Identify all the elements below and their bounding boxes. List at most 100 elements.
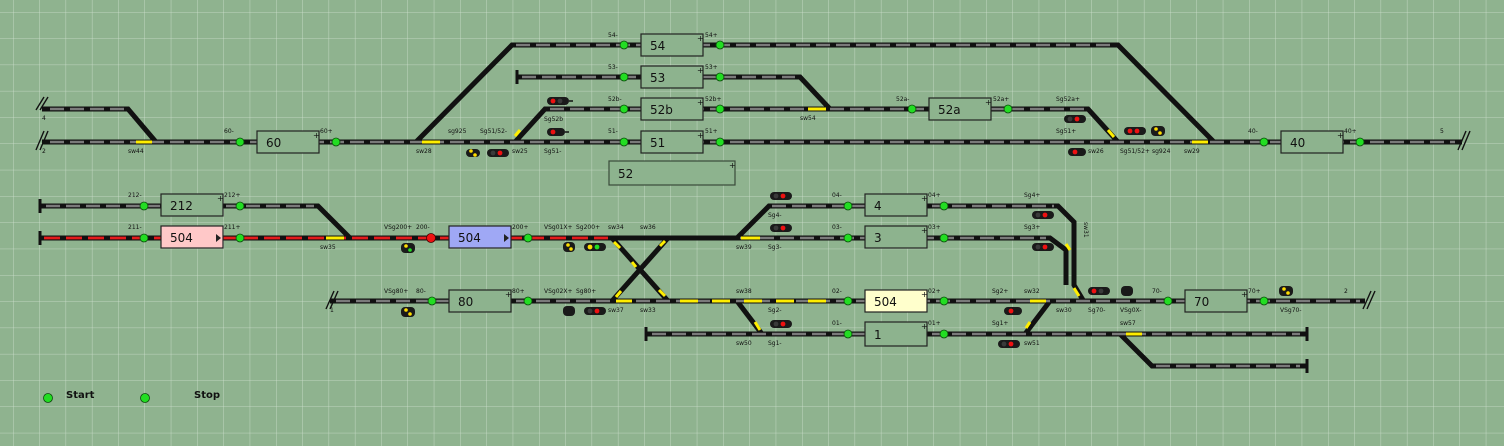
block-504-center[interactable]: 504 — [448, 225, 512, 249]
svg-text:+: + — [217, 194, 224, 203]
svg-text:212: 212 — [170, 199, 193, 213]
sensor-icon — [523, 296, 533, 306]
svg-text:Sg70-: Sg70- — [1088, 307, 1105, 314]
start-button[interactable]: Start — [43, 390, 95, 403]
svg-text:4: 4 — [42, 115, 46, 122]
sensor-occupied-icon — [426, 233, 436, 243]
signal-icon — [584, 243, 606, 251]
sensors — [139, 40, 1365, 339]
block-52b[interactable]: 52b+ — [640, 97, 704, 121]
sensor-icon — [427, 296, 437, 306]
track-labels: 54- 54+ 53- 53+ 52b- 52b+ Sg52b 52a- 52a… — [42, 32, 1444, 347]
block-212[interactable]: 212 + — [160, 193, 224, 217]
svg-text:80: 80 — [458, 295, 473, 309]
sensor-icon — [1355, 137, 1365, 147]
svg-text:Stop: Stop — [194, 390, 220, 401]
svg-text:211-: 211- — [128, 224, 142, 231]
svg-text:70-: 70- — [1152, 288, 1162, 295]
track-cross-b — [610, 236, 670, 303]
svg-text:60+: 60+ — [320, 128, 333, 135]
svg-text:02+: 02+ — [928, 288, 941, 295]
sensor-icon — [939, 329, 949, 339]
svg-text:Sg4+: Sg4+ — [1024, 192, 1040, 199]
block-51[interactable]: 51+ — [640, 130, 704, 154]
svg-text:51+: 51+ — [705, 128, 718, 135]
block-80[interactable]: 80 + — [448, 289, 512, 313]
signal-icon — [1068, 148, 1086, 156]
signal-icon — [1088, 287, 1110, 295]
block-504-left[interactable]: 504 — [160, 225, 224, 249]
block-52a[interactable]: 52a+ — [928, 97, 992, 121]
sensor-icon — [715, 72, 725, 82]
sensor-icon — [619, 72, 629, 82]
svg-text:3: 3 — [874, 231, 882, 245]
block-4[interactable]: 4+ — [864, 193, 928, 217]
svg-text:504: 504 — [458, 231, 481, 245]
svg-text:sw25: sw25 — [512, 148, 528, 155]
block-52[interactable]: 52 + — [608, 160, 736, 186]
svg-text:sw32: sw32 — [1024, 288, 1040, 295]
svg-text:+: + — [729, 161, 736, 170]
block-60[interactable]: 60+ — [256, 130, 320, 154]
svg-text:sg924: sg924 — [1152, 148, 1171, 155]
block-53[interactable]: 53+ — [640, 65, 704, 89]
signal-icon — [563, 306, 575, 316]
block-54[interactable]: 54+ — [640, 33, 704, 57]
sensor-icon — [843, 296, 853, 306]
svg-text:sw33: sw33 — [640, 307, 656, 314]
svg-text:54+: 54+ — [705, 32, 718, 39]
sensor-icon — [619, 104, 629, 114]
track-sw57 — [1118, 332, 1307, 369]
block-1[interactable]: 1+ — [864, 321, 928, 347]
svg-text:+: + — [921, 322, 928, 331]
svg-text:sw50: sw50 — [736, 340, 752, 347]
svg-text:+: + — [1241, 290, 1248, 299]
start-indicator-icon — [43, 393, 53, 403]
stop-button[interactable]: Stop — [140, 390, 221, 403]
svg-text:sw35: sw35 — [320, 244, 336, 251]
block-70[interactable]: 70+ — [1184, 289, 1248, 313]
block-40[interactable]: 40+ — [1280, 130, 1344, 154]
svg-text:51: 51 — [650, 136, 665, 150]
svg-text:504: 504 — [874, 295, 897, 309]
block-3[interactable]: 3+ — [864, 225, 928, 249]
svg-text:01-: 01- — [832, 320, 842, 327]
block-504-right[interactable]: 504+ — [864, 289, 928, 313]
svg-text:40-: 40- — [1248, 128, 1258, 135]
svg-text:04+: 04+ — [928, 192, 941, 199]
sensor-icon — [235, 137, 245, 147]
svg-text:VSg01X+: VSg01X+ — [544, 224, 573, 231]
svg-text:VSg70-: VSg70- — [1280, 307, 1302, 314]
svg-text:70+: 70+ — [1248, 288, 1261, 295]
signal-icon — [563, 242, 575, 252]
svg-text:53: 53 — [650, 71, 665, 85]
svg-text:52a-: 52a- — [896, 96, 909, 103]
svg-text:Sg52a+: Sg52a+ — [1056, 96, 1080, 103]
sensor-icon — [907, 104, 917, 114]
svg-text:03+: 03+ — [928, 224, 941, 231]
signal-icon — [487, 149, 509, 157]
svg-text:+: + — [505, 290, 512, 299]
signals[interactable] — [401, 97, 1293, 348]
svg-text:52: 52 — [618, 167, 633, 181]
svg-text:sw57: sw57 — [1120, 320, 1136, 327]
svg-text:Sg200+: Sg200+ — [576, 224, 600, 231]
sensor-icon — [843, 329, 853, 339]
signal-icon — [1151, 126, 1165, 136]
svg-text:54: 54 — [650, 39, 665, 53]
svg-text:+: + — [1337, 131, 1344, 140]
svg-text:sw36: sw36 — [640, 224, 656, 231]
svg-text:80-: 80- — [416, 288, 426, 295]
svg-text:sg925: sg925 — [448, 128, 467, 135]
signal-icon — [770, 224, 792, 232]
svg-text:52a: 52a — [938, 103, 961, 117]
sensor-icon — [843, 201, 853, 211]
svg-text:504: 504 — [170, 231, 193, 245]
svg-text:Sg51+: Sg51+ — [1056, 128, 1076, 135]
svg-text:Sg52b: Sg52b — [544, 116, 563, 123]
svg-text:sw54: sw54 — [800, 115, 816, 122]
svg-text:sw29: sw29 — [1184, 148, 1200, 155]
svg-text:Sg51/52-: Sg51/52- — [480, 128, 507, 135]
